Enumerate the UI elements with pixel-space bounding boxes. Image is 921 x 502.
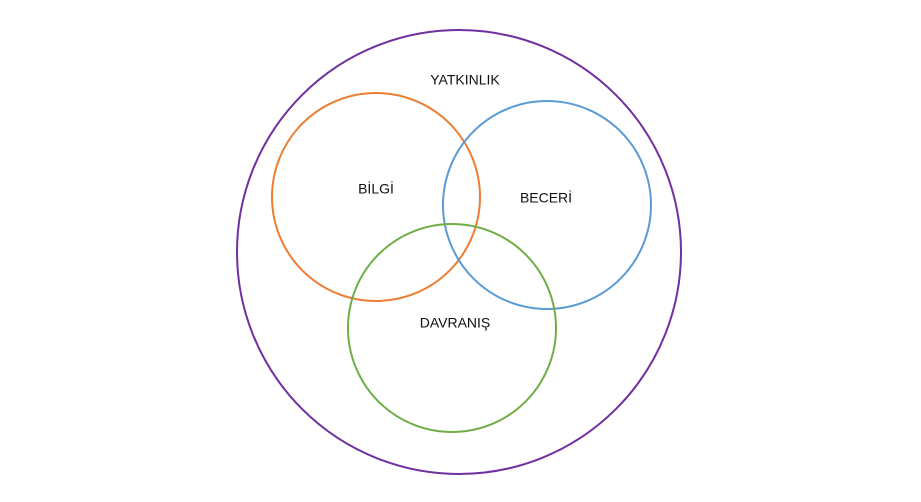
beceri-label: BECERİ [520,189,572,206]
beceri-circle [442,100,652,310]
davranis-label: DAVRANIŞ [420,315,491,331]
yatkinlik-outer-circle [236,29,682,475]
bilgi-circle [271,92,481,302]
bilgi-label: BİLGİ [358,180,394,197]
yatkinlik-label: YATKINLIK [430,72,500,88]
davranis-circle [347,223,557,433]
